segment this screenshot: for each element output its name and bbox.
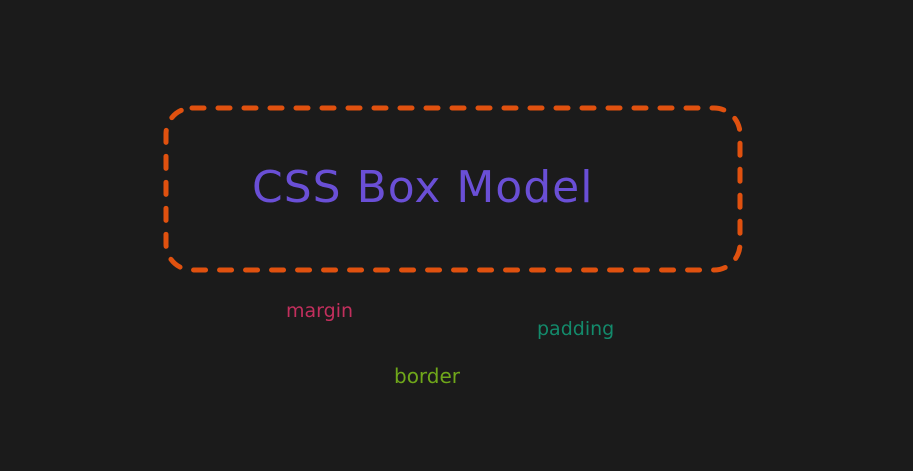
label-border: border <box>394 364 461 388</box>
label-margin: margin <box>286 300 354 322</box>
label-padding: padding <box>537 318 615 340</box>
diagram-title: CSS Box Model <box>252 162 594 213</box>
